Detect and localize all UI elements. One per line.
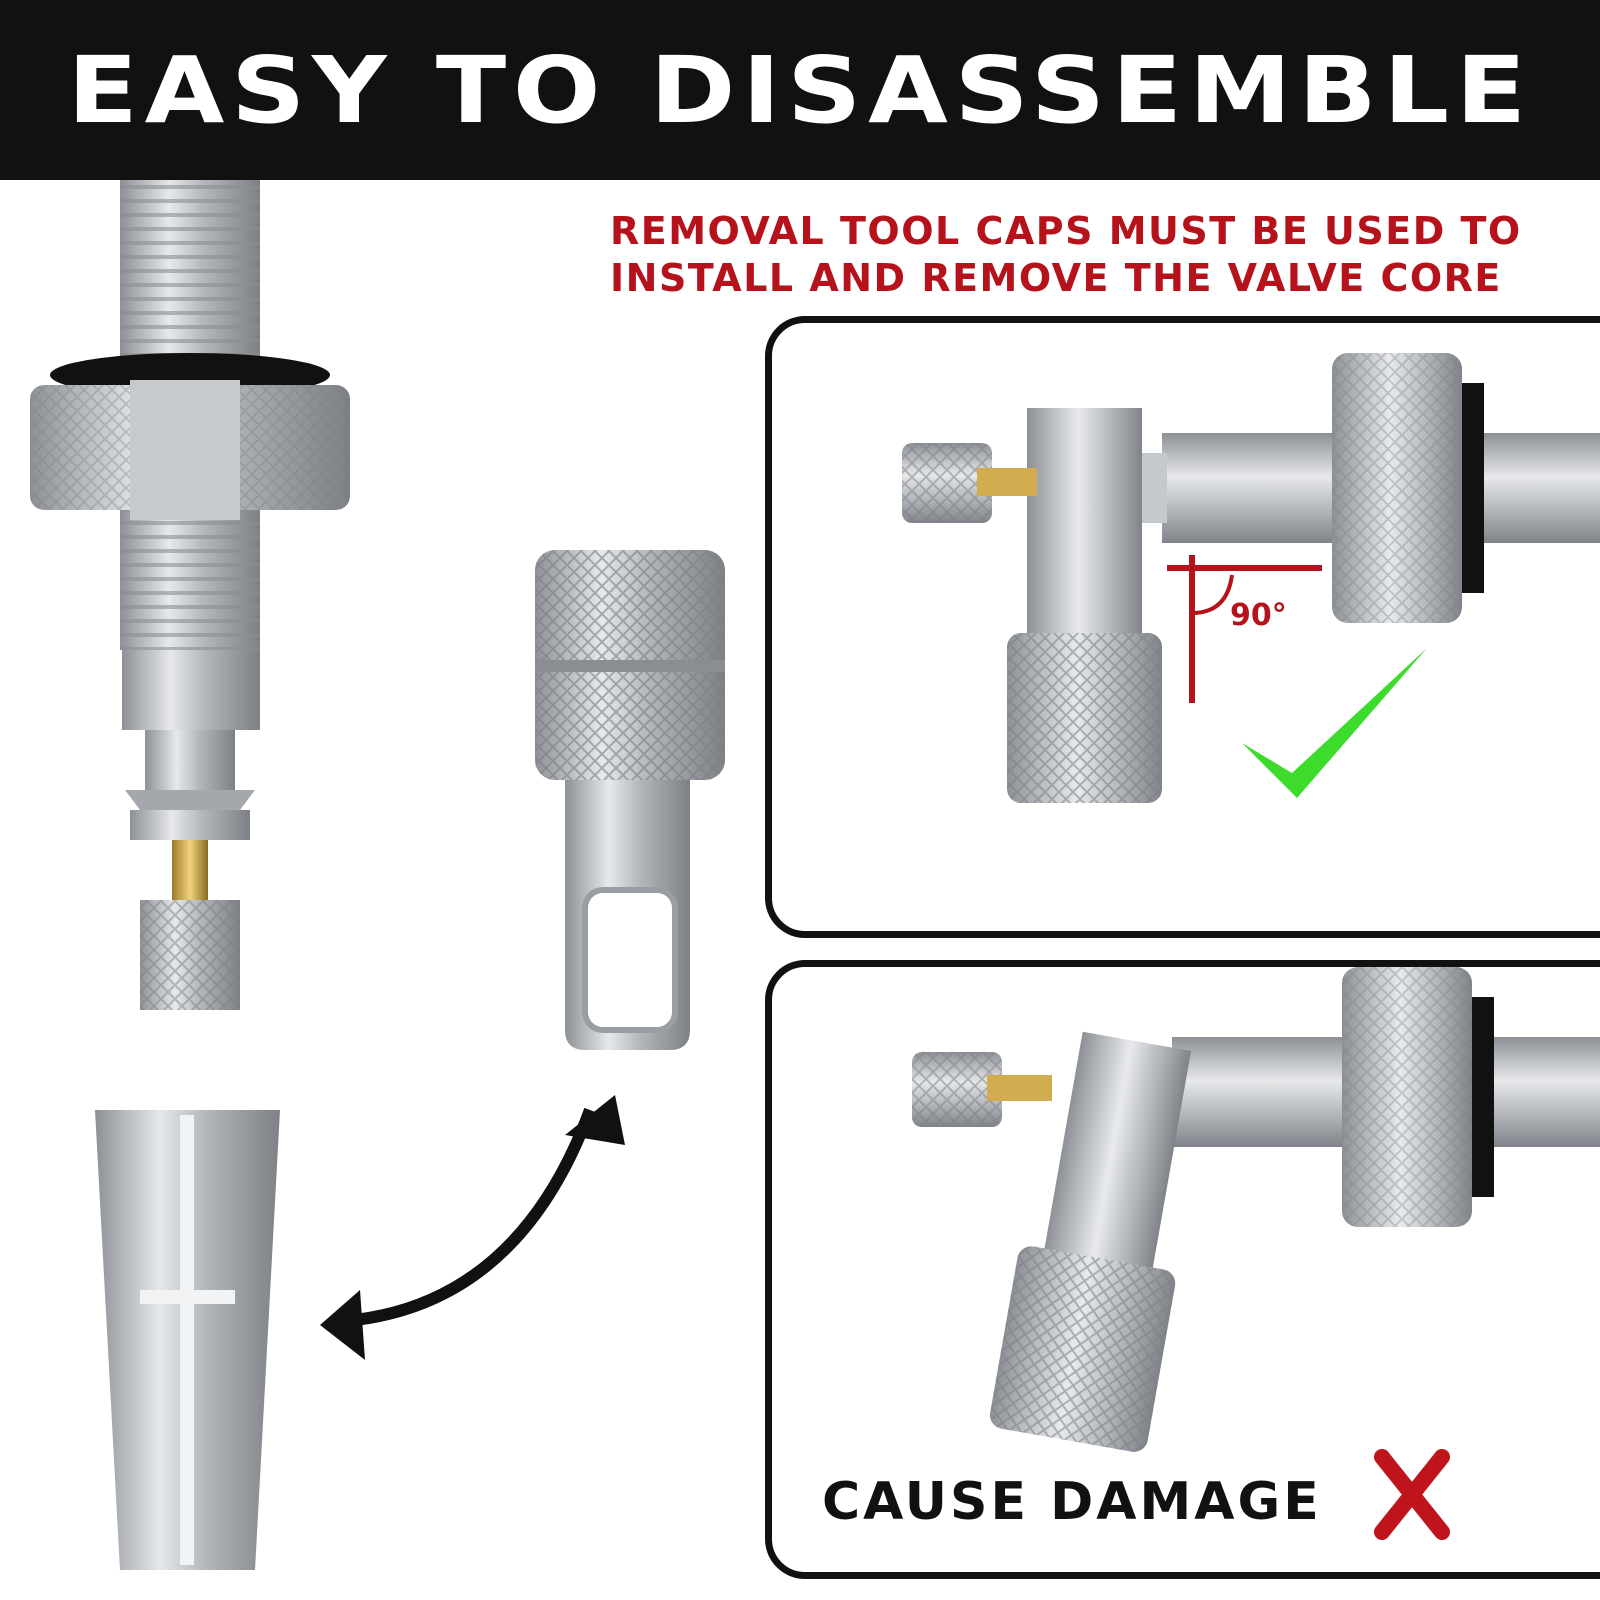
disassembled-valve-illustration (30, 180, 725, 1570)
correct-usage-panel: 90° (765, 316, 1600, 938)
correct-usage-illustration: 90° (902, 353, 1600, 803)
valve-core (125, 730, 255, 1010)
notice-line-1: REMOVAL TOOL CAPS MUST BE USED TO (610, 209, 1522, 253)
damage-caption: CAUSE DAMAGE (822, 1472, 1322, 1532)
removal-tool (535, 550, 725, 1050)
notice-line-2: INSTALL AND REMOVE THE VALVE CORE (610, 256, 1502, 300)
removal-notice: REMOVAL TOOL CAPS MUST BE USED TO INSTAL… (610, 208, 1600, 302)
wrong-usage-illustration (912, 967, 1600, 1540)
tapered-cap (95, 1110, 280, 1570)
valve-stem (30, 180, 350, 730)
check-mark-icon (1242, 648, 1427, 798)
page-title: EASY TO DISASSEMBLE (67, 36, 1533, 144)
x-mark-icon (1374, 1449, 1450, 1540)
swap-arrow-icon (320, 1095, 625, 1360)
angle-label: 90° (1230, 598, 1287, 633)
wrong-usage-panel: CAUSE DAMAGE (765, 960, 1600, 1579)
right-angle-marker: 90° (1167, 555, 1322, 703)
header-banner: EASY TO DISASSEMBLE (0, 0, 1600, 180)
